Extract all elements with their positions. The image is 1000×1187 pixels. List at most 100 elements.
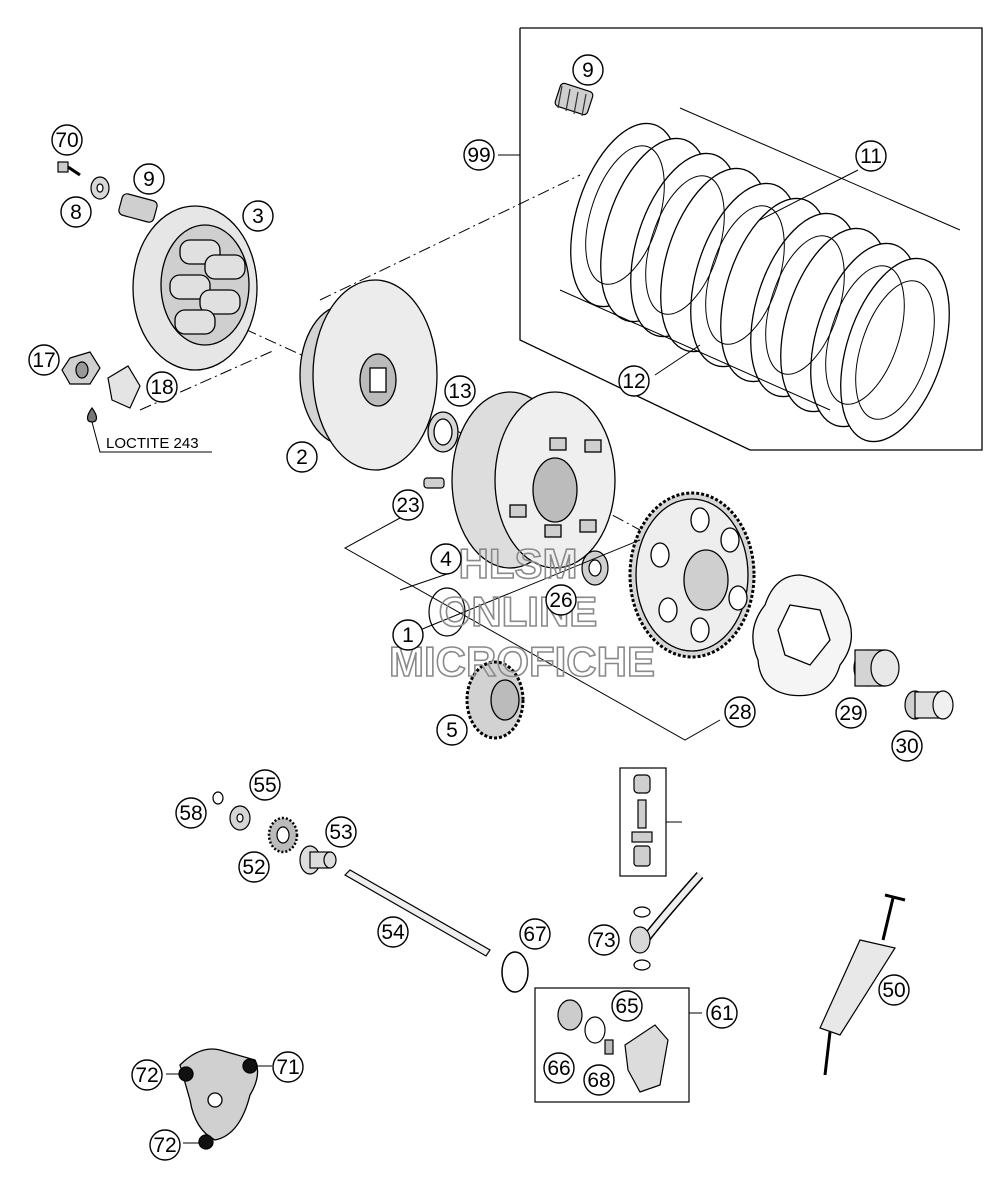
- damper-plate: [752, 574, 852, 697]
- callout-3: 3: [242, 200, 274, 232]
- callout-2: 2: [286, 441, 318, 473]
- callout-17: 17: [28, 344, 60, 376]
- callout-circle: [392, 489, 424, 521]
- bushing-30: [904, 690, 954, 720]
- callout-number: 4: [440, 548, 452, 571]
- loctite-drop: [86, 406, 98, 423]
- callout-circle: [249, 769, 281, 801]
- callout-circle: [146, 371, 178, 403]
- callout-28: 28: [724, 696, 756, 728]
- bolt-70: [57, 161, 81, 177]
- syringe-50: [819, 893, 906, 1076]
- loctite-note: LOCTITE 243: [106, 435, 199, 452]
- callout-number: 53: [329, 821, 352, 844]
- callout-11: 11: [855, 140, 887, 172]
- callout-73: 73: [588, 924, 620, 956]
- ring-near-1: [428, 587, 466, 637]
- needle-bearing-29: [853, 649, 900, 687]
- hose-73: [629, 872, 704, 971]
- slave-cylinder-parts: [557, 999, 669, 1093]
- callout-66: 66: [543, 1052, 575, 1084]
- callout-circle: [855, 140, 887, 172]
- callout-circle: [463, 139, 495, 171]
- callout-18: 18: [146, 371, 178, 403]
- washer-13: [427, 411, 459, 453]
- callout-circle: [392, 619, 424, 651]
- callout-number: 9: [143, 168, 155, 191]
- callout-number: 55: [253, 774, 276, 797]
- callout-circle: [588, 924, 620, 956]
- callout-61: 61: [706, 997, 738, 1029]
- callout-number: 3: [252, 205, 264, 228]
- callout-circle: [835, 697, 867, 729]
- callout-number: 11: [860, 145, 882, 168]
- callout-number: 23: [396, 494, 419, 517]
- callout-number: 68: [587, 1069, 610, 1092]
- push-rod-54: [344, 869, 491, 957]
- callout-number: 13: [448, 380, 471, 403]
- callout-circle: [149, 1129, 181, 1161]
- callout-71: 71: [272, 1051, 304, 1083]
- callout-67: 67: [519, 918, 551, 950]
- callout-number: 71: [276, 1056, 299, 1079]
- callout-54: 54: [377, 916, 409, 948]
- pressure-plate: [132, 205, 258, 371]
- callout-circle: [175, 797, 207, 829]
- callout-9: 9: [572, 54, 604, 86]
- primary-gear: [628, 491, 756, 659]
- nut-17: [61, 351, 101, 385]
- plate-kit-outline: [519, 27, 983, 451]
- callout-number: 29: [839, 702, 862, 725]
- callout-circle: [611, 990, 643, 1022]
- callout-circle: [706, 997, 738, 1029]
- callout-number: 73: [592, 929, 615, 952]
- callout-99: 99: [463, 139, 495, 171]
- callout-number: 70: [55, 129, 78, 152]
- bushing-26: [581, 550, 609, 586]
- inner-hub-2: [299, 279, 438, 471]
- callout-circle: [543, 1052, 575, 1084]
- callout-53: 53: [325, 816, 357, 848]
- callout-circle: [242, 200, 274, 232]
- washer-55: [229, 805, 251, 831]
- bleeder-kit-64: [631, 774, 653, 867]
- callout-circle: [572, 54, 604, 86]
- clutch-cover: [178, 1048, 259, 1150]
- callout-number: 12: [622, 370, 645, 393]
- callout-23: 23: [392, 489, 424, 521]
- callout-number: 66: [547, 1057, 570, 1080]
- callout-number: 5: [446, 719, 458, 742]
- callout-circle: [51, 124, 83, 156]
- callout-number: 72: [135, 1064, 158, 1087]
- gear-5: [465, 660, 525, 740]
- callout-number: 67: [523, 923, 546, 946]
- callout-number: 9: [582, 59, 594, 82]
- callout-12: 12: [618, 365, 650, 397]
- callout-number: 50: [882, 979, 905, 1002]
- callout-1: 1: [392, 619, 424, 651]
- callout-circle: [28, 344, 60, 376]
- svg-text:MICROFICHE: MICROFICHE: [389, 638, 655, 685]
- callout-circle: [325, 816, 357, 848]
- callout-circle: [131, 1059, 163, 1091]
- callout-72: 72: [131, 1059, 163, 1091]
- callout-9: 9: [133, 163, 165, 195]
- loctite-leader: [91, 421, 212, 453]
- washer-8: [90, 176, 110, 200]
- callout-number: 72: [153, 1134, 176, 1157]
- callout-52: 52: [238, 851, 270, 883]
- callout-55: 55: [249, 769, 281, 801]
- lower-leaders: [166, 821, 702, 1144]
- callout-number: 1: [402, 624, 414, 647]
- callout-50: 50: [878, 974, 910, 1006]
- callout-circle: [519, 918, 551, 950]
- callout-circle: [444, 375, 476, 407]
- callout-72: 72: [149, 1129, 181, 1161]
- callout-number: 54: [381, 921, 405, 944]
- callout-circle: [133, 163, 165, 195]
- callout-26: 26: [545, 584, 577, 616]
- o-ring-67: [501, 951, 529, 993]
- callout-circle: [377, 916, 409, 948]
